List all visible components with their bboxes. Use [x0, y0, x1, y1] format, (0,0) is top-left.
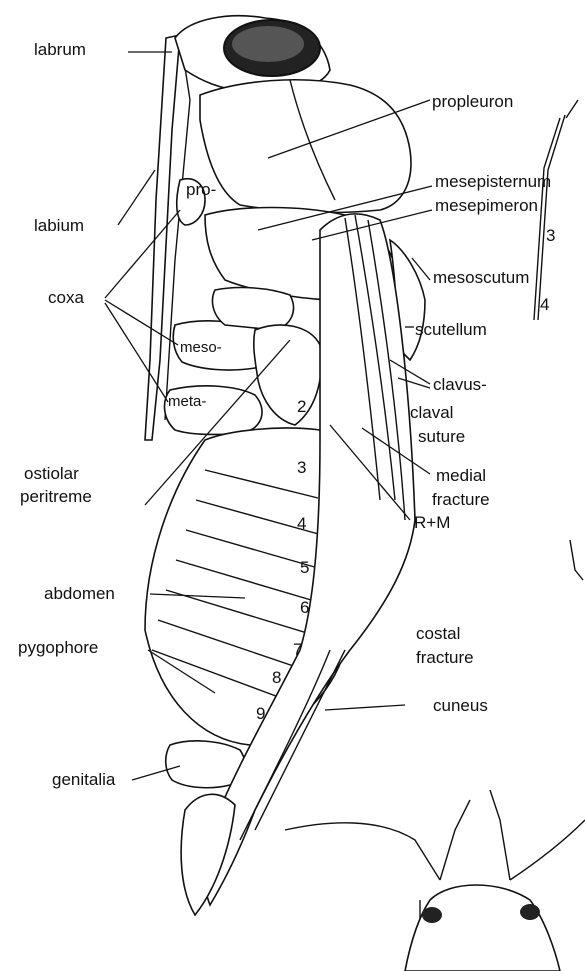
antenna-segment-number: 4 [540, 295, 549, 314]
label-meso: meso- [180, 340, 222, 356]
label-abdomen: abdomen [44, 584, 115, 603]
label-clavus: clavus- [433, 375, 487, 394]
label-mesoscutum: mesoscutum [433, 268, 529, 287]
label-meta: meta- [168, 394, 206, 410]
stray-mark [570, 540, 583, 580]
coxa-leader-meso [105, 300, 178, 345]
label-coxa: coxa [48, 288, 84, 307]
inset-head-shape [405, 885, 560, 971]
segment-number: 6 [300, 598, 309, 617]
segment-number: 7 [293, 640, 302, 659]
propleuron-shape [200, 80, 411, 213]
inset-antenna-right [490, 790, 510, 880]
antenna-segment-number: 3 [546, 226, 555, 245]
label-pygophore: pygophore [18, 638, 98, 657]
label-labium: labium [34, 216, 84, 235]
label-genitalia: genitalia [52, 770, 115, 789]
label-scutellum: scutellum [415, 320, 487, 339]
label-pro: pro- [186, 180, 216, 199]
label-medial-2: fracture [432, 490, 490, 509]
inset-antenna-right-2 [510, 820, 585, 880]
label-rm: R+M [414, 513, 450, 532]
segment-number: 5 [300, 558, 309, 577]
mesocoxa-base [212, 288, 293, 330]
inset-eye-right [520, 904, 540, 920]
segment-number: 2 [297, 397, 306, 416]
segment-number: 4 [297, 514, 306, 533]
ostiolar-shape [254, 325, 322, 425]
segment-number: 9 [256, 704, 265, 723]
labium-shape [145, 35, 180, 440]
segment-number: 3 [297, 458, 306, 477]
antenna-tip [566, 100, 578, 118]
label-propleuron: propleuron [432, 92, 513, 111]
label-labrum: labrum [34, 40, 86, 59]
label-claval-1: claval [410, 403, 453, 422]
label-claval-2: suture [418, 427, 465, 446]
segment-number: 8 [272, 668, 281, 687]
inset-antenna-left-2 [440, 800, 470, 880]
label-mesepisternum: mesepisternum [435, 172, 551, 191]
inset-antenna-left [285, 823, 440, 880]
label-ostiolar-1: ostiolar [24, 464, 79, 483]
antenna-inner [534, 118, 560, 320]
label-mesepimeron: mesepimeron [435, 196, 538, 215]
label-medial-1: medial [436, 466, 486, 485]
labium-leader [118, 170, 155, 225]
coxa-leader-pro [105, 210, 180, 298]
label-costal-2: fracture [416, 648, 474, 667]
cuneus-leader [325, 705, 405, 710]
label-cuneus: cuneus [433, 696, 488, 715]
label-costal-1: costal [416, 624, 460, 643]
label-ostiolar-2: peritreme [20, 487, 92, 506]
inset-eye-left [422, 907, 442, 923]
eye-highlight [232, 26, 304, 62]
